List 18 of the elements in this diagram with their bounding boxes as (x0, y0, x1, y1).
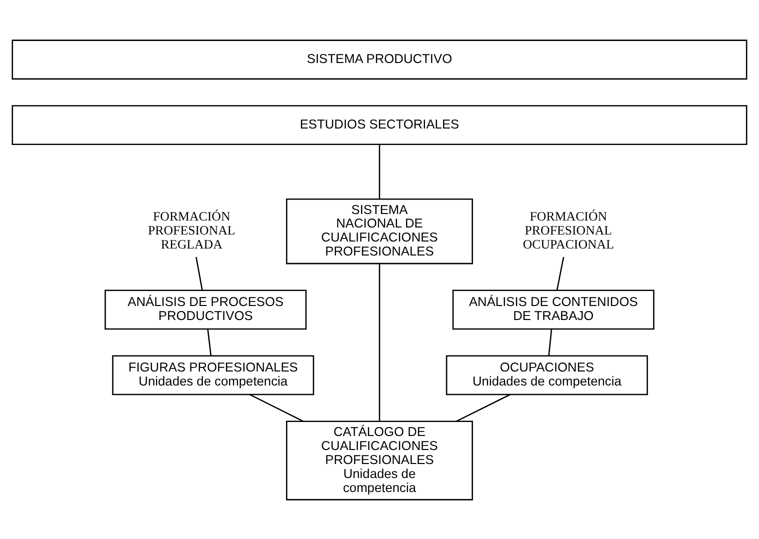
connector (249, 393, 304, 422)
node-box: FIGURAS PROFESIONALES Unidades de competencia (112, 354, 314, 395)
node-text: FORMACIÓN PROFESIONAL REGLADA (148, 209, 236, 252)
connector (196, 256, 203, 290)
node-box: ANÁLISIS DE PROCESOS PRODUCTIVOS (104, 289, 307, 330)
connector (207, 328, 212, 356)
connector (378, 144, 380, 198)
node-box: ESTUDIOS SECTORIALES (12, 104, 748, 145)
node-box: CATÁLOGO DE CUALIFICACIONES PROFESIONALES Unidades de competencia (286, 420, 473, 500)
node-box: OCUPACIONES Unidades de competencia (446, 354, 648, 395)
node-box: ANÁLISIS DE CONTENIDOS DE TRABAJO (452, 289, 654, 330)
node-box: SISTEMA NACIONAL DE CUALIFICACIONES PROFESIONALES (286, 198, 473, 264)
node-text: FORMACIÓN PROFESIONAL OCUPACIONAL (522, 209, 614, 252)
connector (556, 256, 564, 290)
connector (378, 264, 380, 421)
connector (548, 328, 552, 356)
node-box: SISTEMA PRODUCTIVO (12, 39, 748, 80)
connector (456, 393, 510, 422)
